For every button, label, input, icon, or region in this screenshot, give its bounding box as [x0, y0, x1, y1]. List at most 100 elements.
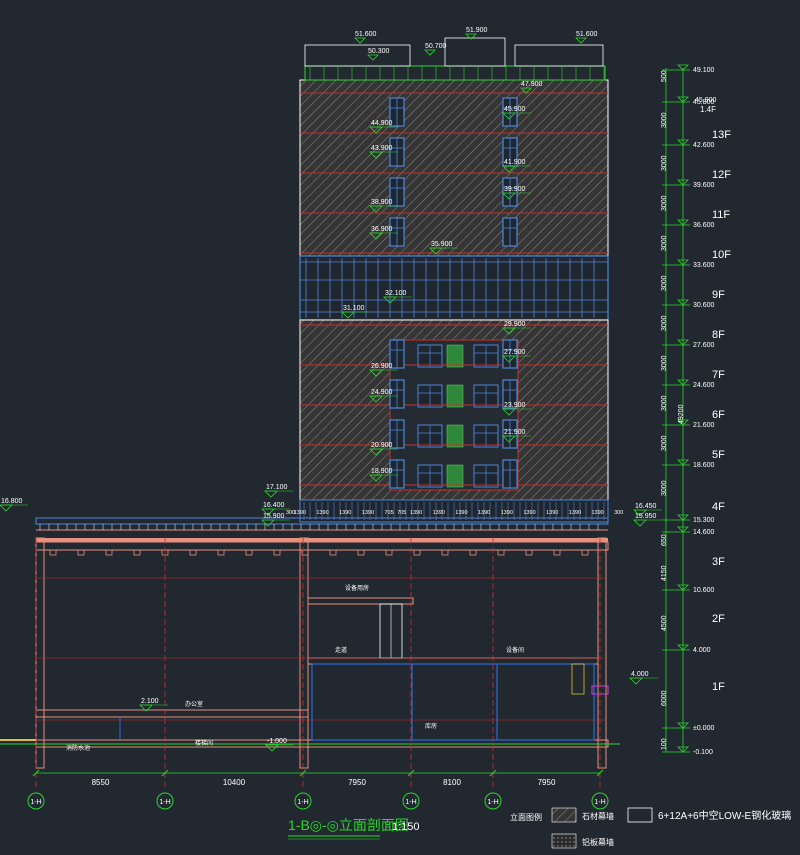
- svg-text:-1.000: -1.000: [267, 738, 287, 745]
- legend-swatch-stone: [551, 807, 577, 823]
- svg-text:4.000: 4.000: [631, 671, 649, 678]
- svg-text:1-H: 1-H: [405, 799, 416, 806]
- strip-dim: 1390: [478, 510, 490, 516]
- scale-level: 18.600: [662, 459, 715, 469]
- svg-text:38.900: 38.900: [371, 199, 393, 206]
- scale-level: 36.600: [662, 219, 715, 229]
- svg-text:49.100: 49.100: [693, 67, 715, 74]
- svg-text:50.700: 50.700: [425, 43, 447, 50]
- window: [389, 459, 405, 489]
- room-label: 走道: [335, 646, 347, 654]
- bay-window: [473, 464, 499, 488]
- legend-swatch-glass: [627, 807, 653, 823]
- svg-text:24.600: 24.600: [693, 382, 715, 389]
- window: [389, 419, 405, 449]
- window: [502, 97, 518, 127]
- scale-level: 14.600: [662, 526, 715, 536]
- strip-dim: 300: [286, 510, 295, 516]
- beam: [497, 549, 505, 556]
- elevation-mark: 24.900: [369, 389, 398, 403]
- svg-text:15.300: 15.300: [693, 517, 715, 524]
- svg-text:23.900: 23.900: [504, 402, 526, 409]
- floor-label: 2F: [712, 613, 725, 625]
- svg-text:47.900: 47.900: [521, 81, 543, 88]
- legend-swatch-aluminum: [551, 833, 577, 849]
- svg-text:43.900: 43.900: [371, 145, 393, 152]
- room-label: 设备间: [506, 646, 524, 654]
- strip-dim: 705: [397, 510, 406, 516]
- bay-panel: [446, 384, 464, 408]
- window: [389, 217, 405, 247]
- scale-level: 33.600: [662, 259, 715, 269]
- svg-text:16.800: 16.800: [1, 498, 23, 505]
- elevation-marks: 45.90044.90043.90041.90039.90038.90036.9…: [0, 27, 662, 752]
- svg-text:51.900: 51.900: [466, 27, 488, 34]
- strip-dim: 1390: [294, 510, 306, 516]
- scale-dim: 3000: [661, 315, 668, 331]
- svg-text:44.900: 44.900: [371, 120, 393, 127]
- bottom-dim: 7950: [538, 778, 556, 787]
- beam: [217, 549, 225, 556]
- svg-text:51.600: 51.600: [576, 31, 598, 38]
- legend-title: 立面图例: [510, 812, 542, 822]
- svg-text:33.600: 33.600: [693, 262, 715, 269]
- floor-label: 9F: [712, 289, 725, 301]
- podium-section: [35, 517, 609, 769]
- drawing-scale: 1:150: [392, 821, 420, 833]
- strip-dim: 1390: [523, 510, 535, 516]
- svg-text:10.600: 10.600: [693, 587, 715, 594]
- bay-window: [417, 424, 443, 448]
- svg-text:4.000: 4.000: [693, 647, 711, 654]
- scale-level: 49.100: [662, 64, 715, 74]
- svg-text:32.100: 32.100: [385, 290, 407, 297]
- elevation-mark: 38.900: [369, 199, 398, 213]
- scale-dim: 3000: [661, 355, 668, 371]
- floor-lines: [300, 92, 608, 486]
- window: [389, 379, 405, 409]
- scale-dim: 3000: [661, 155, 668, 171]
- bay-window: [417, 344, 443, 368]
- window: [502, 339, 518, 369]
- window: [502, 177, 518, 207]
- svg-text:41.900: 41.900: [504, 159, 526, 166]
- roof-parapet: [304, 37, 606, 81]
- elevation-mark: 16.400: [261, 502, 290, 516]
- bay-panel: [446, 424, 464, 448]
- elevation-mark: 15.900: [261, 513, 290, 527]
- beam: [301, 549, 309, 556]
- svg-text:30.600: 30.600: [693, 302, 715, 309]
- bay-window: [473, 384, 499, 408]
- svg-text:18.900: 18.900: [371, 468, 393, 475]
- strip-dim: 1390: [410, 510, 422, 516]
- axis-bubble: 1-H: [484, 792, 502, 810]
- svg-text:21.900: 21.900: [504, 429, 526, 436]
- room-label: 办公室: [185, 700, 203, 708]
- scale-dim: 4500: [661, 615, 668, 631]
- svg-text:39.600: 39.600: [693, 182, 715, 189]
- grid-lines: [35, 538, 606, 790]
- window: [502, 459, 518, 489]
- svg-text:16.450: 16.450: [635, 503, 657, 510]
- scale-dim: 3000: [661, 112, 668, 128]
- strip-dim: 1390: [316, 510, 328, 516]
- floor-label: 5F: [712, 449, 725, 461]
- scale-dim: 3000: [661, 275, 668, 291]
- top-level-label: 51.600: [354, 31, 377, 44]
- strip-dim: 1390: [455, 510, 467, 516]
- elevation-mark: 16.800: [0, 498, 28, 512]
- elevation-mark: 17.100: [264, 484, 293, 498]
- scale-dim: 650: [661, 534, 668, 546]
- elevation-mark: 44.900: [369, 120, 398, 134]
- bay-panel: [446, 464, 464, 488]
- elevation-mark: 4.000: [629, 671, 658, 685]
- legend: 立面图例 石材幕墙 6+12A+6中空LOW-E钢化玻璃 铝板幕墙: [510, 807, 791, 849]
- svg-text:1-H: 1-H: [159, 799, 170, 806]
- beam: [133, 549, 141, 556]
- bottom-dim: 8550: [92, 778, 110, 787]
- podium-strip: [299, 499, 609, 523]
- svg-text:39.900: 39.900: [504, 186, 526, 193]
- strip-dim: 1390: [592, 510, 604, 516]
- room-label: 消防水池: [66, 744, 90, 752]
